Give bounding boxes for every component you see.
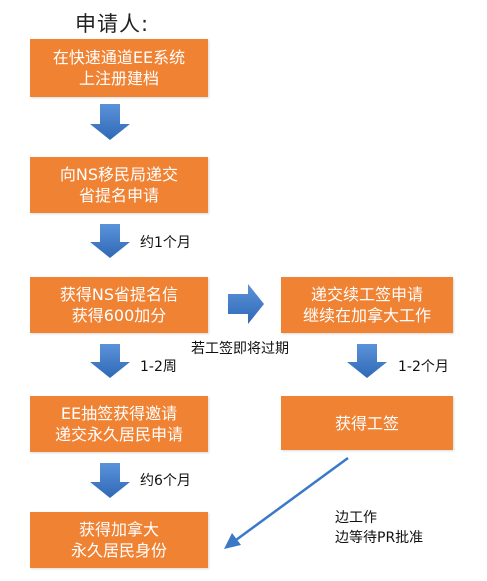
diagonal-arrow-head bbox=[224, 533, 241, 549]
step-work-permit-apply-line1: 递交续工签申请 bbox=[310, 285, 423, 304]
step-ita-line2: 递交永久居民申请 bbox=[54, 425, 183, 444]
wait-pr-label: 约6个月 bbox=[140, 473, 191, 489]
step-ita-line1: EE抽签获得邀请 bbox=[60, 404, 178, 423]
wait-nominate-label: 约1个月 bbox=[140, 235, 191, 251]
step-register-line1: 在快速通道EE系统 bbox=[52, 48, 186, 67]
step-pr-line2: 永久居民身份 bbox=[70, 541, 167, 560]
step-nominate-apply-line1: 向NS移民局递交 bbox=[59, 165, 179, 184]
page-title: 申请人: bbox=[75, 12, 150, 36]
step-work-permit-apply-line2: 继续在加拿大工作 bbox=[302, 306, 431, 325]
down-arrow-icon bbox=[90, 463, 130, 498]
down-arrow-icon bbox=[347, 344, 387, 378]
work-while-waiting-label-2: 边等待PR批准 bbox=[335, 530, 424, 546]
step-nominate-apply-box: 向NS移民局递交 省提名申请 bbox=[30, 157, 208, 213]
step-work-permit-get-line1: 获得工签 bbox=[334, 413, 399, 433]
step-nominate-get-line1: 获得NS省提名信 bbox=[59, 285, 179, 304]
step-work-permit-get-box: 获得工签 bbox=[281, 396, 453, 450]
step-nominate-apply-line2: 省提名申请 bbox=[78, 186, 159, 205]
work-while-waiting-label-1: 边工作 bbox=[335, 510, 377, 526]
step-pr-box: 获得加拿大 永久居民身份 bbox=[30, 512, 208, 568]
step-nominate-get-box: 获得NS省提名信 获得600加分 bbox=[30, 277, 208, 333]
wait-ita-label: 1-2周 bbox=[140, 359, 177, 375]
down-arrow-icon bbox=[90, 224, 130, 258]
step-register-box: 在快速通道EE系统 上注册建档 bbox=[30, 39, 208, 97]
down-arrow-icon bbox=[90, 344, 130, 378]
diagonal-arrow-icon bbox=[235, 456, 349, 542]
right-arrow-icon bbox=[228, 284, 264, 324]
permit-expiring-label: 若工签即将过期 bbox=[191, 341, 289, 357]
step-work-permit-apply-box: 递交续工签申请 继续在加拿大工作 bbox=[281, 277, 453, 333]
step-nominate-get-line2: 获得600加分 bbox=[71, 306, 167, 325]
down-arrow-icon bbox=[90, 104, 130, 140]
step-register-line2: 上注册建档 bbox=[78, 69, 159, 88]
wait-permit-label: 1-2个月 bbox=[398, 359, 449, 375]
step-pr-line1: 获得加拿大 bbox=[78, 520, 159, 539]
step-ita-box: EE抽签获得邀请 递交永久居民申请 bbox=[30, 396, 208, 452]
